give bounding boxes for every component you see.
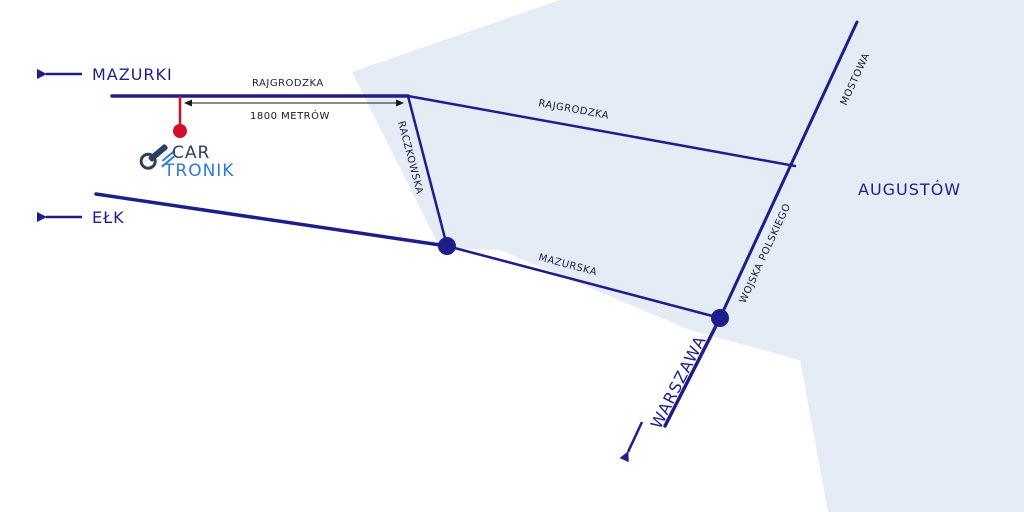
street-label-rajgrodzka-west: RAJGRODZKA [252, 78, 324, 89]
road-mazurska [445, 244, 722, 320]
road-rajgrodzka-east [406, 94, 797, 168]
location-pin-icon [173, 96, 187, 138]
junction-dot-icon [711, 309, 729, 327]
road-wojska-polskiego-mostowa [718, 20, 859, 320]
arrow-icon [619, 421, 644, 463]
city-label: AUGUSTÓW [858, 180, 961, 199]
direction-label-elk: EŁK [92, 208, 125, 227]
logo-text-tronik: TRONIK [163, 161, 234, 181]
wrench-icon [139, 144, 176, 170]
distance-label: 1800 METRÓW [250, 109, 330, 122]
road-raczkowska [406, 94, 449, 248]
road-warszawa [663, 316, 722, 428]
direction-label-warszawa: WARSZAWA [647, 332, 710, 432]
road-elk [94, 192, 449, 248]
junction-dot-icon [438, 237, 456, 255]
distance-indicator: 1800 METRÓW [184, 99, 404, 122]
roads [94, 20, 859, 428]
logo-text-car: CAR [172, 143, 210, 163]
city-area [352, 0, 1024, 512]
direction-label-mazurki: MAZURKI [92, 65, 173, 84]
cartronik-logo: CAR TRONIK [139, 143, 234, 181]
